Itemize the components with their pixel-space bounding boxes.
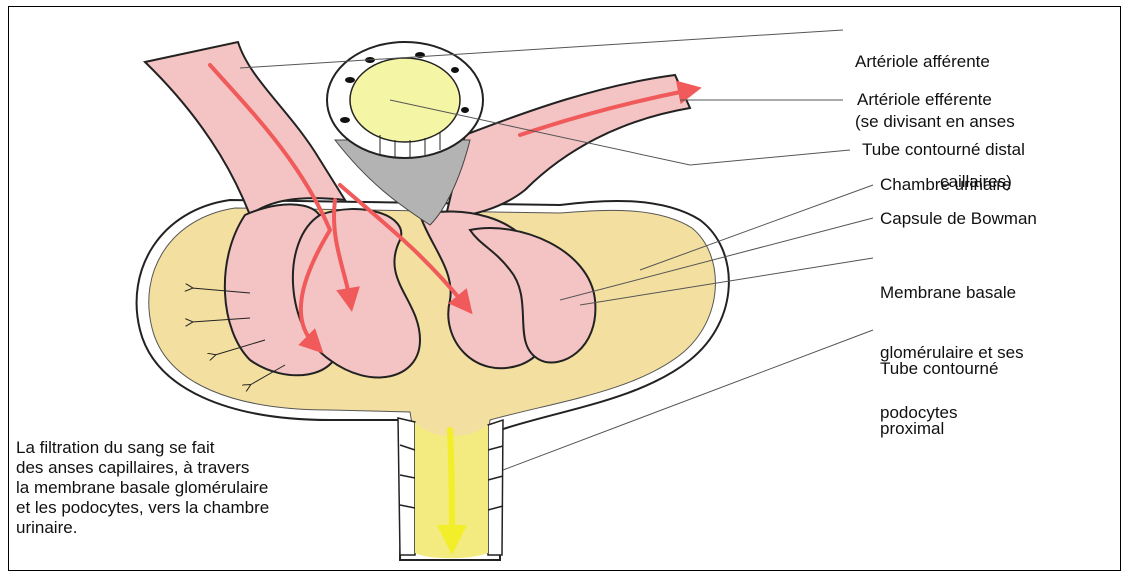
filtration-caption: La filtration du sang se fait des anses …: [16, 438, 436, 538]
label-capsule-bowman: Capsule de Bowman: [880, 209, 1037, 229]
label-arteriole-efferente: Artériole efférente: [857, 90, 992, 110]
filtrate-flow-arrow: [450, 430, 452, 540]
label-chambre-urinaire: Chambre urinaire: [880, 175, 1011, 195]
distal-tubule-macula: [327, 42, 483, 158]
label-tube-distal: Tube contourné distal: [862, 140, 1025, 160]
label-tube-proximal: Tube contourné proximal: [880, 319, 998, 479]
label-arteriole-afferente: Artériole afférente (se divisant en anse…: [855, 12, 1015, 232]
